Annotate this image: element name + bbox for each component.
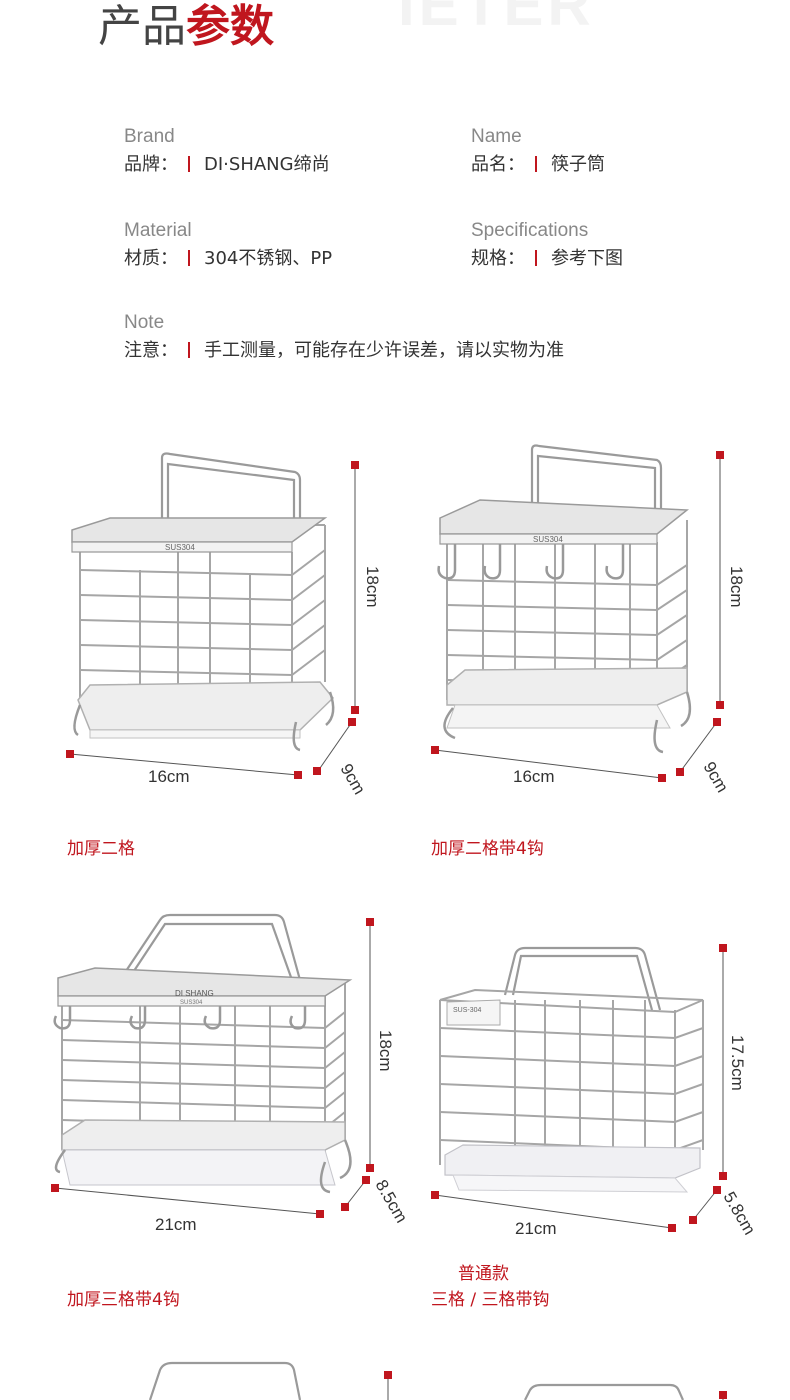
header-watermark: IETER <box>398 0 595 38</box>
product-image-4: SUS-304 17.5cm 21cm 5.8cm <box>395 900 790 1270</box>
param-spec-label: 规格： <box>471 248 525 269</box>
product-image-3: DI SHANG SUS304 18cm 21cm 8.5cm <box>0 900 411 1270</box>
param-brand-label: 品牌： <box>124 154 178 175</box>
param-note-label: 注意： <box>124 340 178 361</box>
param-note-value: 手工测量，可能存在少许误差，请以实物为准 <box>204 340 564 361</box>
product-1-height: 18cm <box>363 566 382 608</box>
param-spec: Specifications 规格： 参考下图 <box>471 219 623 271</box>
product-4-width: 21cm <box>515 1219 557 1238</box>
product-image-2: SUS304 18cm 16cm 9cm <box>395 430 790 800</box>
param-separator <box>535 156 537 172</box>
param-spec-value: 参考下图 <box>551 248 623 269</box>
product-image-5-partial <box>0 1355 395 1400</box>
product-2-caption: 加厚二格带4钩 <box>431 839 544 859</box>
product-2-height: 18cm <box>727 566 746 608</box>
product-4-plate-text: SUS-304 <box>453 1007 482 1014</box>
param-name: Name 品名： 筷子筒 <box>471 125 605 177</box>
product-2-plate-text: SUS304 <box>533 535 563 544</box>
product-1-svg: SUS304 18cm 16cm 9cm <box>66 452 382 798</box>
page-title-part2: 参数 <box>186 1 274 52</box>
product-image-6-partial <box>395 1355 790 1400</box>
param-separator <box>188 156 190 172</box>
product-4-depth: 5.8cm <box>720 1189 760 1239</box>
product-2-width: 16cm <box>513 767 555 786</box>
param-material-en: Material <box>124 220 192 241</box>
product-3-width: 21cm <box>155 1215 197 1234</box>
param-note: Note 注意： 手工测量，可能存在少许误差，请以实物为准 <box>124 311 564 363</box>
param-note-en: Note <box>124 312 165 333</box>
param-material-value: 304不锈钢、PP <box>204 248 333 269</box>
product-4-height: 17.5cm <box>728 1035 747 1091</box>
param-material: Material 材质： 304不锈钢、PP <box>124 219 332 271</box>
product-4-caption: 三格 / 三格带钩 <box>431 1290 550 1310</box>
product-3-svg: DI SHANG SUS304 18cm 21cm 8.5cm <box>51 913 411 1234</box>
product-3-caption: 加厚三格带4钩 <box>67 1290 180 1310</box>
product-1-width: 16cm <box>148 767 190 786</box>
param-brand-value: DI·SHANG缔尚 <box>204 154 330 175</box>
product-2-depth: 9cm <box>700 759 733 796</box>
product-4-svg: SUS-304 17.5cm 21cm 5.8cm <box>431 944 760 1239</box>
page-title-part1: 产品 <box>98 1 186 52</box>
product-3-plate-text-2: SUS304 <box>180 1000 203 1006</box>
param-separator <box>188 342 190 358</box>
param-material-label: 材质： <box>124 248 178 269</box>
product-1-depth: 9cm <box>337 761 370 798</box>
product-1-caption: 加厚二格 <box>67 839 135 859</box>
product-4-caption-top: 普通款 <box>458 1264 509 1284</box>
param-brand-en: Brand <box>124 126 175 147</box>
product-6-svg <box>524 1383 727 1400</box>
param-spec-en: Specifications <box>471 220 589 241</box>
product-image-1: SUS304 18cm 16cm 9cm <box>0 430 395 800</box>
product-2-svg: SUS304 18cm 16cm 9cm <box>431 444 746 796</box>
param-brand: Brand 品牌： DI·SHANG缔尚 <box>124 125 330 177</box>
param-name-value: 筷子筒 <box>551 154 605 175</box>
param-name-en: Name <box>471 126 522 147</box>
product-1-plate-text: SUS304 <box>165 543 195 552</box>
param-separator <box>188 250 190 266</box>
param-separator <box>535 250 537 266</box>
product-3-plate-text: DI SHANG <box>175 989 214 998</box>
product-3-height: 18cm <box>376 1030 395 1072</box>
page-title: 产品参数 <box>98 0 274 54</box>
param-name-label: 品名： <box>471 154 525 175</box>
product-5-svg <box>148 1361 392 1400</box>
